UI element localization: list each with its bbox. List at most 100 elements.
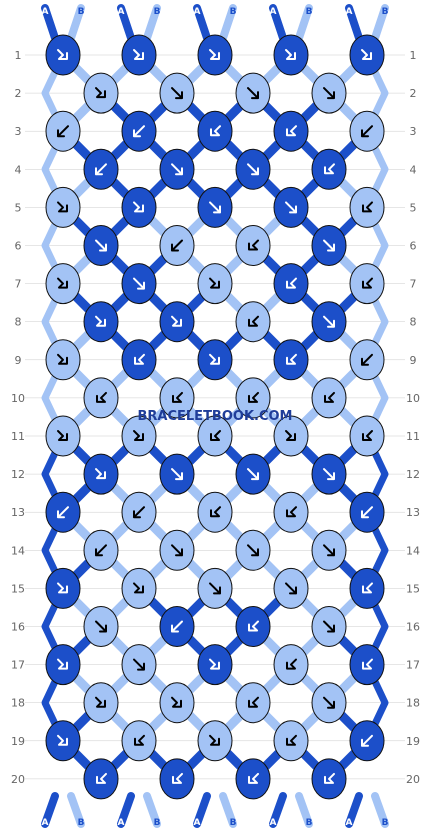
bottom-thread-end <box>219 792 237 828</box>
knot <box>349 567 385 609</box>
knot-arrow-icon <box>57 201 68 213</box>
knot <box>83 453 119 495</box>
knot <box>83 758 119 800</box>
row-number-right: 4 <box>410 163 417 176</box>
top-thread-label: B <box>154 7 161 17</box>
knot <box>273 415 309 457</box>
knot <box>159 148 195 190</box>
knot <box>273 263 309 305</box>
knot-arrow-icon <box>285 201 297 214</box>
knot <box>121 186 157 228</box>
row-number-right: 14 <box>406 544 420 557</box>
bottom-thread-end <box>371 792 389 828</box>
knot <box>45 34 81 76</box>
knot <box>83 225 119 266</box>
top-thread-label: B <box>306 7 313 17</box>
row-number-right: 8 <box>410 316 417 329</box>
top-thread-label: B <box>78 7 85 17</box>
row-number-right: 19 <box>406 735 420 748</box>
knot <box>311 377 347 419</box>
knot-arrow-icon <box>248 239 259 251</box>
knot <box>45 339 81 381</box>
knot <box>121 567 157 609</box>
knot <box>311 72 347 114</box>
row-number-left: 8 <box>15 316 22 329</box>
knot-arrow-icon <box>210 430 221 441</box>
knot-arrow-icon <box>361 353 373 366</box>
row-number-left: 13 <box>11 506 25 519</box>
knot-arrow-icon <box>323 239 335 252</box>
knot-arrow-icon <box>248 772 259 784</box>
knot <box>235 606 271 647</box>
knot <box>349 415 385 457</box>
knot <box>83 148 119 190</box>
knot-arrow-icon <box>362 201 373 213</box>
knot-arrow-icon <box>172 772 183 784</box>
knot <box>273 339 309 381</box>
row-number-left: 20 <box>11 773 25 786</box>
row-number-right: 13 <box>406 506 420 519</box>
watermark: BRACELETBOOK.COM <box>138 409 293 424</box>
knot <box>121 263 157 305</box>
knot-arrow-icon <box>133 582 144 594</box>
bottom-thread-label: B <box>306 818 313 828</box>
knot <box>45 720 81 762</box>
knot-arrow-icon <box>286 506 297 518</box>
knot-arrow-icon <box>361 506 373 519</box>
knot <box>121 415 157 457</box>
bottom-thread-end <box>345 792 363 828</box>
knot-arrow-icon <box>285 430 296 441</box>
knot <box>273 34 309 76</box>
knot <box>235 529 271 571</box>
bottom-thread-end <box>269 792 287 828</box>
knot <box>197 263 233 305</box>
row-number-left: 4 <box>15 163 22 176</box>
knot-arrow-icon <box>285 49 296 60</box>
top-thread-label: A <box>270 7 277 17</box>
knot-arrow-icon <box>57 582 68 594</box>
knot <box>273 491 309 533</box>
knot-arrow-icon <box>362 658 373 670</box>
knot <box>197 186 233 228</box>
knot <box>235 453 271 495</box>
knot <box>311 529 347 571</box>
knot-arrow-icon <box>95 87 106 99</box>
knot <box>235 301 271 343</box>
knot-arrow-icon <box>210 506 221 518</box>
bottom-thread-label: A <box>118 818 125 828</box>
knot-arrow-icon <box>209 201 221 214</box>
knot <box>197 415 233 457</box>
knot <box>197 491 233 533</box>
knot <box>273 186 309 228</box>
bottom-thread-label: B <box>382 818 389 828</box>
bottom-thread-end <box>117 792 135 828</box>
row-number-right: 16 <box>406 621 420 634</box>
row-number-right: 3 <box>410 125 417 138</box>
knot-arrow-icon <box>95 696 106 708</box>
row-number-right: 2 <box>410 87 417 100</box>
row-number-left: 6 <box>15 240 22 253</box>
knot-arrow-icon <box>323 468 335 481</box>
knot <box>83 72 119 114</box>
knot <box>45 110 81 152</box>
knot-arrow-icon <box>133 277 145 290</box>
knot-arrow-icon <box>133 506 145 519</box>
row-number-left: 15 <box>11 582 25 595</box>
knot-arrow-icon <box>96 391 107 403</box>
top-thread-label: A <box>42 7 49 17</box>
top-thread-end <box>41 4 59 42</box>
knot <box>197 644 233 686</box>
knot <box>349 491 385 533</box>
knot <box>121 110 157 152</box>
knot <box>83 682 119 724</box>
knot-arrow-icon <box>133 658 145 671</box>
knot-arrow-icon <box>362 582 373 594</box>
knot-arrow-icon <box>247 87 259 100</box>
knot-arrow-icon <box>248 315 259 327</box>
row-number-right: 15 <box>406 582 420 595</box>
row-number-left: 10 <box>11 392 25 405</box>
knot-arrow-icon <box>362 277 373 289</box>
knot <box>159 225 195 266</box>
